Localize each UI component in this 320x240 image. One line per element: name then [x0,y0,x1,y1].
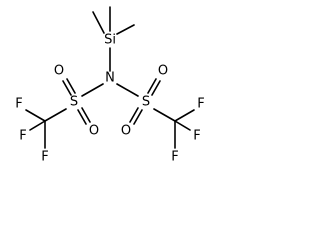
bond-s-o-left-top-a [62,80,72,96]
atom-f-right-1: F [197,97,204,112]
atom-s-left: S [70,95,78,110]
bond-s-o-left-bottom-a [77,109,87,125]
bond-n-s-right [116,83,139,97]
bond-s-o-right-top-a [147,78,157,94]
structure-svg: Si N S S O O O O F F F F F F [15,6,205,165]
atom-f-left-2: F [19,129,26,144]
molecule-structure-diagram: Si N S S O O O O F F F F F F [0,0,222,172]
bond-s-o-right-bottom-a [129,107,139,123]
atom-o-left-bottom: O [89,124,99,139]
bond-s-o-left-top-b [66,78,76,94]
bond-c-f-right-2 [174,120,191,131]
bond-s-c-left [44,108,67,122]
bond-si-methyl-right [116,24,135,35]
bond-c-f-left-2 [29,120,46,131]
atom-o-right-bottom: O [121,124,131,139]
atom-n: N [105,71,115,86]
bond-s-c-right [153,108,176,122]
bond-c-f-left-1 [25,109,46,122]
bond-n-s-left [81,83,104,97]
bond-s-o-right-bottom-b [133,109,143,125]
atom-s-right: S [142,95,150,110]
bond-si-methyl-left [92,11,105,34]
atom-o-left-top: O [54,64,64,79]
atom-f-left-1: F [15,97,22,112]
atom-f-right-3: F [171,150,178,165]
bond-s-o-right-top-b [151,80,161,96]
bond-s-o-left-bottom-b [81,107,91,123]
bond-c-f-right-1 [174,109,195,122]
atom-si: Si [104,33,116,48]
atom-o-right-top: O [158,64,168,79]
atom-f-left-3: F [41,150,48,165]
atom-f-right-2: F [193,129,200,144]
